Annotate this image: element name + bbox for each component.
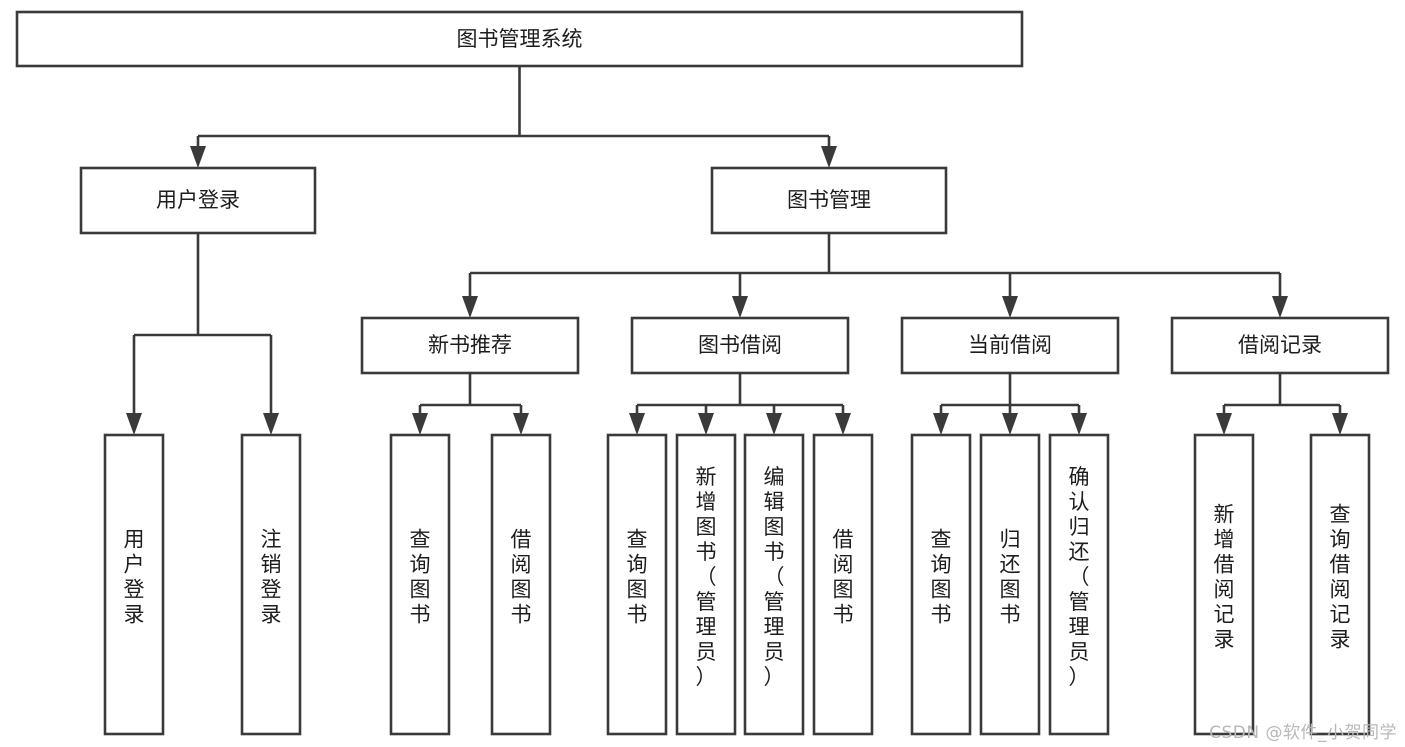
leaf-book-borrow-borrow[interactable]: 借阅图书 bbox=[812, 433, 874, 736]
leaf-book-borrow-query-label: 查询图书 bbox=[627, 528, 648, 627]
node-root-system-box[interactable] bbox=[15, 10, 1024, 68]
leaf-user-login-login-label: 用户登录 bbox=[124, 528, 145, 627]
node-new-book-recommend-box[interactable] bbox=[360, 316, 580, 375]
leaf-book-borrow-query-box[interactable] bbox=[606, 433, 668, 736]
node-book-borrow[interactable]: 图书借阅 bbox=[630, 316, 850, 375]
leaf-current-borrow-query-box[interactable] bbox=[910, 433, 972, 736]
leaf-current-borrow-confirm-box[interactable] bbox=[1048, 433, 1110, 736]
arrow-bm-to-borrow-record bbox=[1272, 296, 1288, 318]
leaf-new-book-query[interactable]: 查询图书 bbox=[389, 433, 451, 736]
arrow-root-to-user-login bbox=[190, 146, 206, 168]
arrow-bb-leaf-2 bbox=[698, 413, 714, 435]
leaf-borrow-record-add[interactable]: 新增借阅记录 bbox=[1193, 433, 1255, 736]
node-book-borrow-label: 图书借阅 bbox=[698, 333, 782, 357]
node-new-book-recommend-label: 新书推荐 bbox=[428, 333, 512, 357]
leaf-borrow-record-query[interactable]: 查询借阅记录 bbox=[1309, 433, 1371, 736]
leaf-borrow-record-query-box[interactable] bbox=[1309, 433, 1371, 736]
node-new-book-recommend[interactable]: 新书推荐 bbox=[360, 316, 580, 375]
csdn-watermark: CSDN @软件_小贺同学 bbox=[1209, 723, 1397, 743]
node-book-manage[interactable]: 图书管理 bbox=[710, 166, 948, 235]
node-current-borrow-box[interactable] bbox=[900, 316, 1120, 375]
leaf-current-borrow-query-label: 查询图书 bbox=[931, 528, 952, 627]
arrow-user-login-leaf-1 bbox=[126, 413, 142, 435]
leaf-borrow-record-add-label: 新增借阅记录 bbox=[1214, 503, 1235, 652]
leaf-user-login-logout-label: 注销登录 bbox=[261, 528, 282, 627]
leaf-book-borrow-borrow-box[interactable] bbox=[812, 433, 874, 736]
arrow-nb-leaf-2 bbox=[513, 413, 529, 435]
arrow-br-leaf-2 bbox=[1332, 413, 1348, 435]
connector-layer bbox=[126, 66, 1348, 435]
leaf-book-borrow-edit-box[interactable] bbox=[743, 433, 805, 736]
arrow-bb-leaf-1 bbox=[629, 413, 645, 435]
arrow-bm-to-book-borrow bbox=[732, 296, 748, 318]
leaf-current-borrow-return-label: 归还图书 bbox=[1000, 528, 1021, 627]
arrow-bb-leaf-4 bbox=[835, 413, 851, 435]
leaf-current-borrow-confirm[interactable]: 确认归还（管理员） bbox=[1048, 433, 1110, 736]
node-book-manage-box[interactable] bbox=[710, 166, 948, 235]
leaf-new-book-query-label: 查询图书 bbox=[410, 528, 431, 627]
leaf-book-borrow-edit-label: 编辑图书（管理员） bbox=[764, 465, 785, 689]
node-borrow-record[interactable]: 借阅记录 bbox=[1170, 316, 1390, 375]
node-current-borrow[interactable]: 当前借阅 bbox=[900, 316, 1120, 375]
arrow-cb-leaf-3 bbox=[1071, 413, 1087, 435]
leaf-borrow-record-query-label: 查询借阅记录 bbox=[1330, 503, 1351, 652]
node-user-login-box[interactable] bbox=[79, 166, 317, 235]
leaf-book-borrow-query[interactable]: 查询图书 bbox=[606, 433, 668, 736]
arrow-cb-leaf-2 bbox=[1002, 413, 1018, 435]
leaf-book-borrow-add[interactable]: 新增图书（管理员） bbox=[675, 433, 737, 736]
arrow-user-login-leaf-2 bbox=[263, 413, 279, 435]
leaf-new-book-borrow-box[interactable] bbox=[490, 433, 552, 736]
leaf-new-book-query-box[interactable] bbox=[389, 433, 451, 736]
arrow-bb-leaf-3 bbox=[766, 413, 782, 435]
leaf-new-book-borrow[interactable]: 借阅图书 bbox=[490, 433, 552, 736]
node-borrow-record-box[interactable] bbox=[1170, 316, 1390, 375]
node-user-login[interactable]: 用户登录 bbox=[79, 166, 317, 235]
leaf-book-borrow-borrow-label: 借阅图书 bbox=[833, 528, 854, 627]
leaf-user-login-logout[interactable]: 注销登录 bbox=[240, 433, 302, 736]
node-user-login-label: 用户登录 bbox=[156, 188, 240, 212]
leaf-user-login-login[interactable]: 用户登录 bbox=[103, 433, 165, 736]
leaf-user-login-logout-box[interactable] bbox=[240, 433, 302, 736]
leaf-current-borrow-return-box[interactable] bbox=[979, 433, 1041, 736]
node-book-manage-label: 图书管理 bbox=[787, 188, 871, 212]
leaf-current-borrow-query[interactable]: 查询图书 bbox=[910, 433, 972, 736]
leaf-current-borrow-return[interactable]: 归还图书 bbox=[979, 433, 1041, 736]
node-root-system[interactable]: 图书管理系统 bbox=[15, 10, 1024, 68]
leaf-borrow-record-add-box[interactable] bbox=[1193, 433, 1255, 736]
arrow-br-leaf-1 bbox=[1216, 413, 1232, 435]
leaf-book-borrow-edit[interactable]: 编辑图书（管理员） bbox=[743, 433, 805, 736]
leaf-user-login-login-box[interactable] bbox=[103, 433, 165, 736]
leaf-book-borrow-add-box[interactable] bbox=[675, 433, 737, 736]
node-borrow-record-label: 借阅记录 bbox=[1238, 333, 1322, 357]
arrow-cb-leaf-1 bbox=[933, 413, 949, 435]
node-book-borrow-box[interactable] bbox=[630, 316, 850, 375]
node-root-system-label: 图书管理系统 bbox=[457, 27, 583, 51]
leaf-current-borrow-confirm-label: 确认归还（管理员） bbox=[1069, 465, 1090, 689]
leaf-book-borrow-add-label: 新增图书（管理员） bbox=[696, 465, 717, 689]
arrow-nb-leaf-1 bbox=[412, 413, 428, 435]
node-current-borrow-label: 当前借阅 bbox=[968, 333, 1052, 357]
arrow-bm-to-current-borrow bbox=[1002, 296, 1018, 318]
arrow-bm-to-new-book bbox=[462, 296, 478, 318]
leaf-new-book-borrow-label: 借阅图书 bbox=[511, 528, 532, 627]
arrow-root-to-book-manage bbox=[821, 146, 837, 168]
